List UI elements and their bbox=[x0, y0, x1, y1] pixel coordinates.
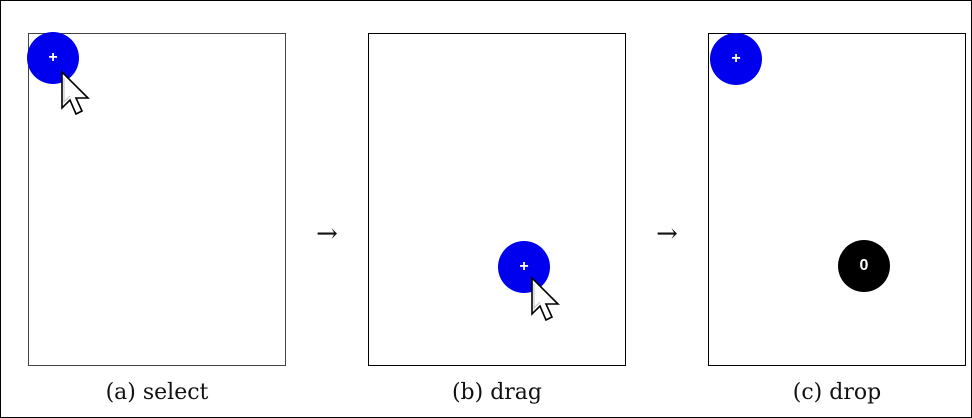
canvas-panel-select[interactable]: + bbox=[27, 32, 286, 366]
plus-node[interactable]: + bbox=[498, 241, 550, 293]
caption-drag: (b) drag bbox=[451, 380, 543, 405]
arrow-pointer-icon bbox=[61, 70, 90, 116]
canvas-panel-drag[interactable]: + bbox=[368, 33, 626, 366]
right-arrow-icon: → bbox=[316, 219, 338, 249]
counter-node[interactable]: 0 bbox=[838, 240, 890, 292]
plus-node[interactable]: + bbox=[27, 32, 79, 84]
caption-drop: (c) drop bbox=[792, 380, 882, 405]
caption-select: (a) select bbox=[105, 380, 209, 405]
canvas-panel-drop[interactable]: + 0 bbox=[708, 33, 966, 366]
plus-node[interactable]: + bbox=[710, 33, 762, 85]
right-arrow-icon: → bbox=[656, 219, 678, 249]
arrow-pointer-icon bbox=[531, 276, 560, 322]
